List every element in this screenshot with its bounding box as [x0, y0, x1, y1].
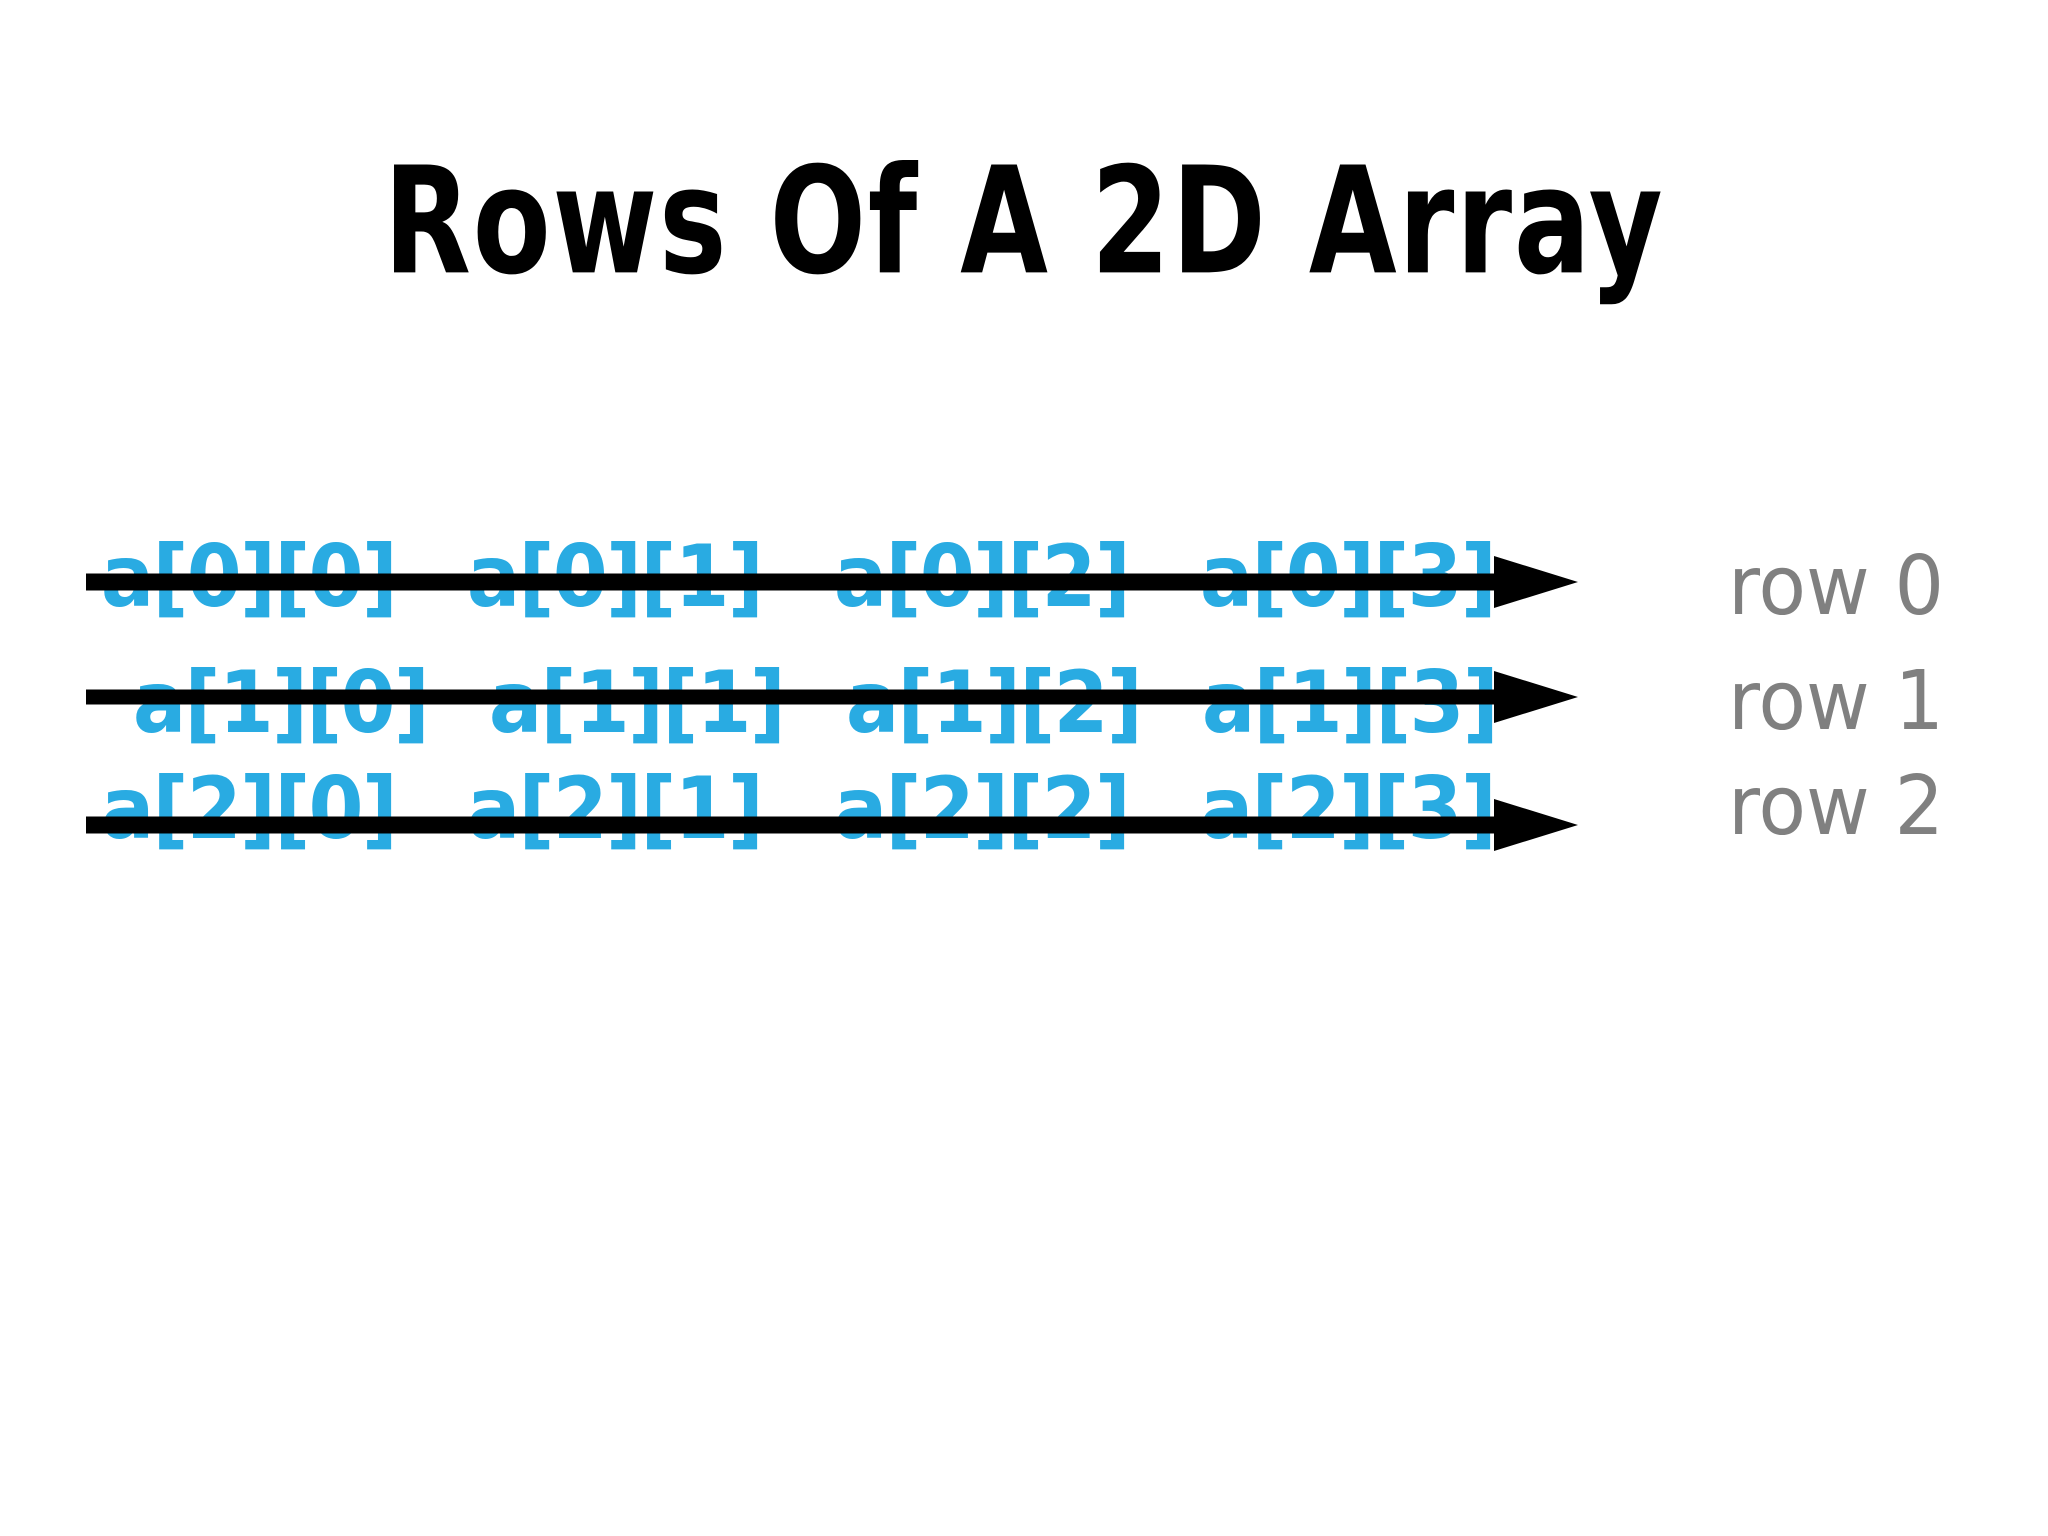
- row-2-cell-strip: a[2][0] a[2][1] a[2][2] a[2][3]: [88, 740, 1508, 910]
- cell-label-a00: a[0][0]: [100, 527, 398, 627]
- row-caption-1: row 1: [1728, 654, 1945, 749]
- cell-label-a21: a[2][1]: [467, 759, 764, 859]
- cell-label-a20: a[2][0]: [100, 759, 398, 859]
- cell-label-a11: a[1][1]: [489, 653, 786, 753]
- cell-label-a03: a[0][3]: [1199, 527, 1497, 627]
- row-caption-0: row 0: [1728, 539, 1945, 634]
- page-title: Rows Of A 2D Array: [383, 135, 1665, 309]
- cell-label-a02: a[0][2]: [833, 527, 1131, 627]
- row-caption-2: row 2: [1728, 759, 1945, 854]
- cell-label-a12: a[1][2]: [845, 653, 1143, 753]
- array-row-0: a[0][0] a[0][1] a[0][2] a[0][3] row 0: [0, 500, 2048, 670]
- cell-label-a01: a[0][1]: [467, 527, 764, 627]
- array-row-2: a[2][0] a[2][1] a[2][2] a[2][3] row 2: [0, 740, 2048, 910]
- cell-label-a22: a[2][2]: [833, 759, 1131, 859]
- cell-label-a13: a[1][3]: [1201, 653, 1499, 753]
- cell-label-a23: a[2][3]: [1199, 759, 1497, 859]
- cell-label-a10: a[1][0]: [132, 653, 430, 753]
